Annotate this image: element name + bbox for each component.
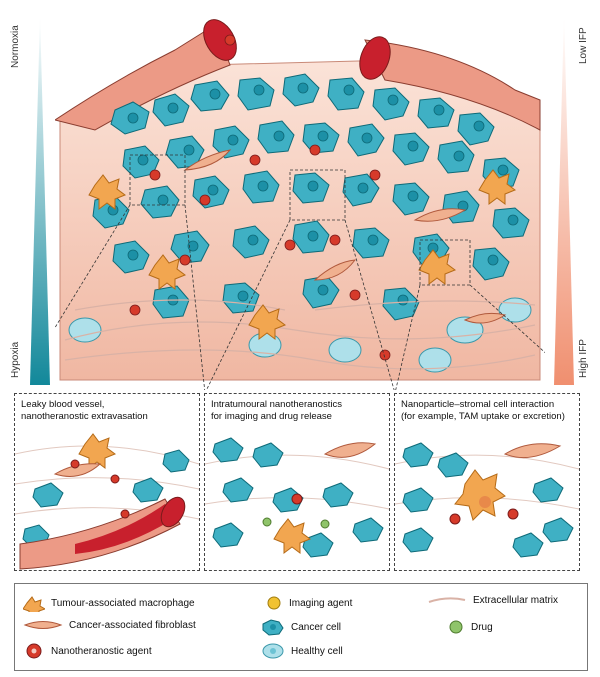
legend-label-imaging: Imaging agent: [289, 597, 353, 609]
legend-item-drug: Drug: [447, 618, 493, 636]
ecm-icon: [428, 597, 466, 603]
caf-icon: [23, 621, 63, 629]
tam-icon: [78, 433, 117, 469]
hypoxia-label: Hypoxia: [10, 341, 21, 378]
legend-label-caf: Cancer-associated fibroblast: [69, 619, 196, 631]
legend-label-healthy: Healthy cell: [291, 645, 343, 657]
ifp-gradient-bar: [554, 15, 574, 385]
panel-2-title: Intratumoural nanotheranostics for imagi…: [211, 399, 342, 423]
panel-2-illustration: [205, 437, 389, 558]
legend-item-healthy: Healthy cell: [261, 642, 343, 660]
nanotheranostic-agents: [129, 34, 391, 361]
panel-1-title-line1: Leaky blood vessel,: [21, 399, 105, 410]
healthy-cells: [68, 297, 532, 373]
panel-3-title-line1: Nanoparticle–stromal cell interaction: [401, 399, 555, 410]
cell-nuclei: [107, 82, 519, 306]
tumour-illustration: [55, 19, 545, 390]
extracellular-matrix: [64, 299, 536, 370]
legend-item-ecm: Extracellular matrix: [427, 594, 558, 606]
leaky-vessel-icon: [19, 496, 186, 570]
panel-3-title: Nanoparticle–stromal cell interaction (f…: [401, 399, 565, 423]
panel-intratumoural: Intratumoural nanotheranostics for imagi…: [204, 393, 390, 571]
cancer-cell-icon: [262, 619, 284, 636]
panel-1-title-line2: nanotheranostic extravasation: [21, 411, 148, 422]
legend-label-tam: Tumour-associated macrophage: [51, 597, 195, 609]
panel-leaky-vessel: Leaky blood vessel, nanotheranostic extr…: [14, 393, 200, 571]
caf-icon: [53, 463, 102, 477]
large-tam-icon: [454, 469, 506, 521]
legend-label-drug: Drug: [471, 621, 493, 633]
normoxia-label: Normoxia: [10, 25, 21, 68]
tam-icon: [23, 596, 45, 612]
panel-2-title-line1: Intratumoural nanotheranostics: [211, 399, 342, 410]
legend-label-nano: Nanotheranostic agent: [51, 645, 152, 657]
panel-1-title: Leaky blood vessel, nanotheranostic extr…: [21, 399, 148, 423]
legend-label-cancer: Cancer cell: [291, 621, 342, 633]
tam-cells: [88, 169, 517, 340]
panel-3-title-line2: (for example, TAM uptake or excretion): [401, 411, 565, 422]
caf-cells: [183, 149, 507, 324]
oxygen-gradient-bar: [30, 15, 50, 385]
legend-item-tam: Tumour-associated macrophage: [23, 594, 195, 612]
zoom-regions: [55, 154, 545, 390]
legend-label-ecm: Extracellular matrix: [473, 594, 559, 606]
legend-item-nano: Nanotheranostic agent: [23, 642, 152, 660]
healthy-cell-icon: [262, 643, 284, 659]
blood-vessel-top: [55, 19, 541, 131]
panel-1-illustration: [15, 433, 199, 570]
legend: Tumour-associated macrophage Cancer-asso…: [14, 583, 588, 671]
legend-item-caf: Cancer-associated fibroblast: [23, 618, 196, 632]
legend-item-imaging: Imaging agent: [265, 594, 352, 612]
high-ifp-label: High IFP: [578, 339, 589, 378]
low-ifp-label: Low IFP: [578, 27, 589, 64]
imaging-agent-icon: [267, 596, 281, 610]
nanotheranostic-icon: [26, 643, 42, 659]
drug-icon: [449, 620, 463, 634]
legend-item-cancer: Cancer cell: [261, 618, 341, 636]
panel-3-illustration: [395, 442, 579, 558]
panel-stromal-interaction: Nanoparticle–stromal cell interaction (f…: [394, 393, 580, 571]
panel-2-title-line2: for imaging and drug release: [211, 411, 332, 422]
